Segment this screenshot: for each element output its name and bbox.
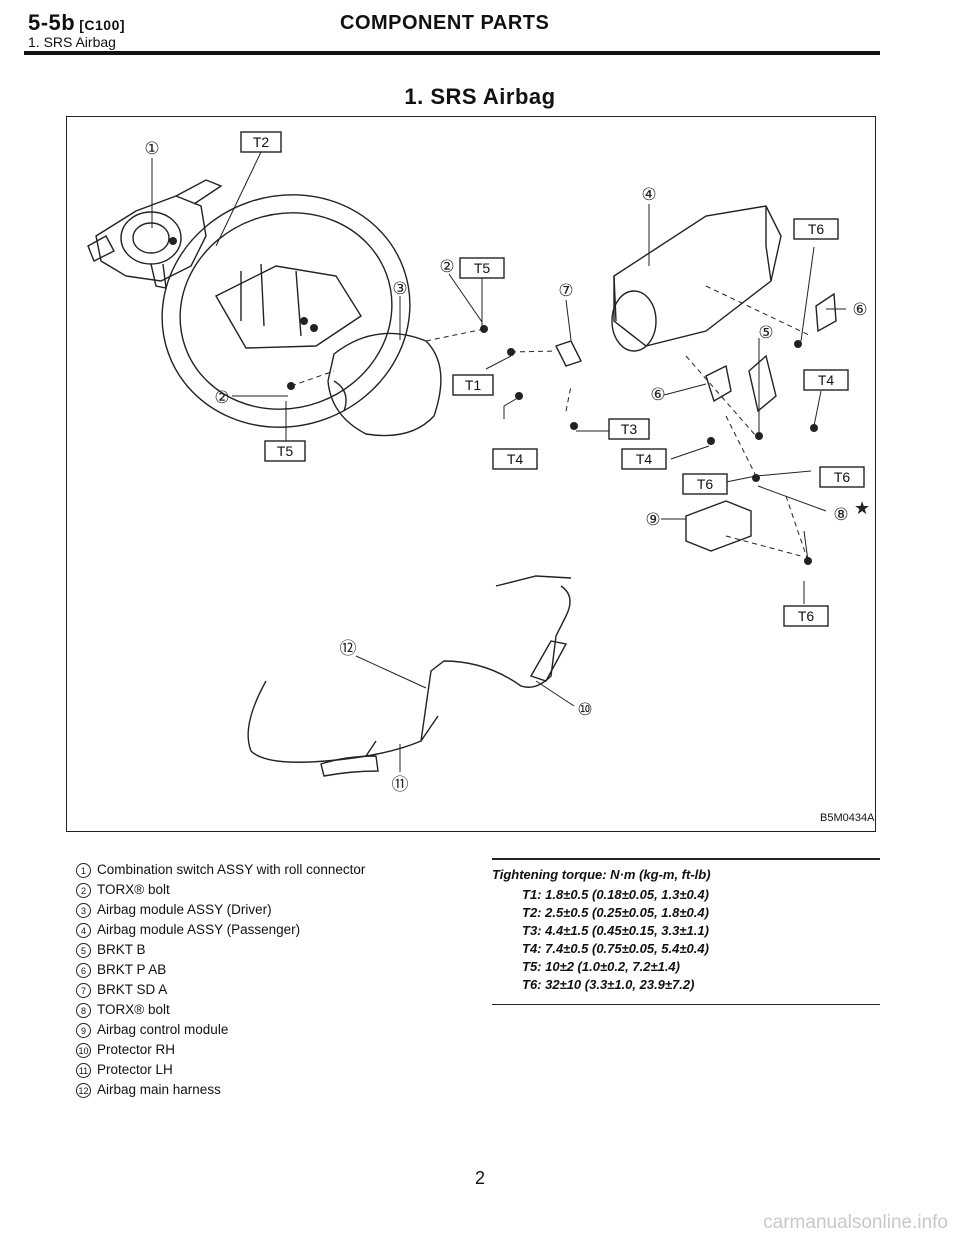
brkt-p-ab-right-drawing <box>815 292 837 333</box>
callout-10: ⑩ <box>577 700 592 720</box>
legend-label: TORX® bolt <box>97 882 170 897</box>
tag-t2: T2 <box>253 134 270 150</box>
legend-label: Combination switch ASSY with roll connec… <box>97 862 366 877</box>
legend-label: BRKT B <box>97 942 146 957</box>
legend-label: Protector LH <box>97 1062 173 1077</box>
legend-label: Airbag control module <box>97 1022 229 1037</box>
torque-line-t5: T5: 10±2 (1.0±0.2, 7.2±1.4) <box>522 958 680 974</box>
torque-table: Tightening torque: N·m (kg-m, ft-lb) T1:… <box>492 858 880 1005</box>
tag-t6-d: T6 <box>798 608 815 624</box>
callout-5: ⑤ <box>758 323 773 343</box>
torque-line-t6: T6: 32±10 (3.3±1.0, 23.9±7.2) <box>522 976 695 992</box>
callout-6-mid: ⑥ <box>650 385 665 405</box>
tag-t6-a: T6 <box>808 221 825 237</box>
legend-item: 8 TORX® bolt <box>76 1000 365 1020</box>
legend-number: 7 <box>76 982 91 998</box>
torque-heading: Tightening torque: N·m (kg-m, ft-lb) <box>492 866 711 882</box>
exploded-diagram: ① ② ② ③ ④ ⑤ ⑥ ⑥ ⑦ ⑧ ⑨ ⑩ ⑪ ⑫ ★ T2 T5 T5 T… <box>87 131 870 795</box>
combination-switch-drawing <box>87 179 223 289</box>
legend-label: Airbag module ASSY (Driver) <box>97 902 272 917</box>
star-mark: ★ <box>854 498 870 519</box>
passenger-airbag-drawing <box>611 205 782 352</box>
legend-item: 1 Combination switch ASSY with roll conne… <box>76 860 365 880</box>
legend-number: 5 <box>76 942 91 958</box>
legend-item: 2 TORX® bolt <box>76 880 365 900</box>
legend-number: 8 <box>76 1002 91 1018</box>
legend-label: TORX® bolt <box>97 1002 170 1017</box>
callout-9: ⑨ <box>645 510 660 530</box>
legend-item: 10 Protector RH <box>76 1040 365 1060</box>
callout-4: ④ <box>641 185 656 205</box>
section-code: 5-5b[C100] <box>28 10 126 35</box>
legend-number: 4 <box>76 922 91 938</box>
torque-line-t4: T4: 7.4±0.5 (0.75±0.05, 5.4±0.4) <box>522 940 709 956</box>
callout-1: ① <box>144 139 159 159</box>
legend-number: 10 <box>76 1042 91 1058</box>
legend-number: 2 <box>76 882 91 898</box>
torque-line-t2: T2: 2.5±0.5 (0.25±0.05, 1.8±0.4) <box>522 904 709 920</box>
page-title: 1. SRS Airbag <box>404 84 556 109</box>
tag-t4-b: T4 <box>636 451 653 467</box>
tag-t5-left: T5 <box>277 443 294 459</box>
torque-top-rule <box>492 858 880 860</box>
diagram-frame <box>66 116 876 832</box>
parts-legend: 1 Combination switch ASSY with roll conne… <box>76 860 365 1100</box>
header-rule <box>24 51 880 55</box>
legend-number: 6 <box>76 962 91 978</box>
callout-6-right: ⑥ <box>852 300 867 320</box>
legend-number: 12 <box>76 1082 91 1098</box>
legend-item: 7 BRKT SD A <box>76 980 365 1000</box>
tag-t6-c: T6 <box>834 469 851 485</box>
legend-label: Protector RH <box>97 1042 176 1057</box>
legend-item: 11 Protector LH <box>76 1060 365 1080</box>
callout-7: ⑦ <box>558 281 573 301</box>
figure-code: B5M0434A <box>820 812 875 824</box>
watermark: carmanualsonline.info <box>763 1212 948 1233</box>
legend-item: 12 Airbag main harness <box>76 1080 365 1100</box>
callout-12: ⑫ <box>340 639 357 659</box>
legend-label: Airbag main harness <box>97 1082 221 1097</box>
torque-bottom-rule <box>492 1003 880 1005</box>
callout-2-top: ② <box>439 257 454 277</box>
steering-wheel-drawing <box>161 194 411 428</box>
airbag-control-module-drawing <box>685 500 752 552</box>
legend-item: 3 Airbag module ASSY (Driver) <box>76 900 365 920</box>
legend-item: 4 Airbag module ASSY (Passenger) <box>76 920 365 940</box>
protector-rh-drawing <box>529 640 568 682</box>
driver-airbag-drawing <box>327 332 442 437</box>
section-name: 1. SRS Airbag <box>28 34 116 50</box>
header-title: COMPONENT PARTS <box>340 12 550 34</box>
callout-8: ⑧ <box>833 505 848 525</box>
tag-t1: T1 <box>465 377 482 393</box>
legend-label: Airbag module ASSY (Passenger) <box>97 922 301 937</box>
legend-number: 11 <box>76 1062 91 1078</box>
callout-3: ③ <box>392 279 407 299</box>
torque-line-t1: T1: 1.8±0.5 (0.18±0.05, 1.3±0.4) <box>522 886 709 902</box>
callout-11: ⑪ <box>392 775 409 795</box>
legend-number: 9 <box>76 1022 91 1038</box>
callout-2-left: ② <box>214 388 229 408</box>
protector-lh-drawing <box>320 755 379 777</box>
brkt-p-ab-drawing <box>705 364 732 403</box>
brkt-b-drawing <box>748 354 777 413</box>
tag-t3: T3 <box>621 421 638 437</box>
airbag-main-harness-drawing <box>247 585 571 763</box>
tag-t4-c: T4 <box>818 372 835 388</box>
tag-t5-top: T5 <box>474 260 491 276</box>
brkt-sd-a-drawing <box>555 340 582 367</box>
tag-t6-b: T6 <box>697 476 714 492</box>
legend-item: 9 Airbag control module <box>76 1020 365 1040</box>
torque-line-t3: T3: 4.4±1.5 (0.45±0.15, 3.3±1.1) <box>522 922 709 938</box>
legend-number: 1 <box>76 862 91 878</box>
tag-t4-a: T4 <box>507 451 524 467</box>
section-code-sub: [C100] <box>79 17 126 33</box>
page-number: 2 <box>474 1168 485 1188</box>
legend-label: BRKT P AB <box>97 962 167 977</box>
legend-item: 5 BRKT B <box>76 940 365 960</box>
legend-label: BRKT SD A <box>97 982 168 997</box>
legend-number: 3 <box>76 902 91 918</box>
legend-item: 6 BRKT P AB <box>76 960 365 980</box>
